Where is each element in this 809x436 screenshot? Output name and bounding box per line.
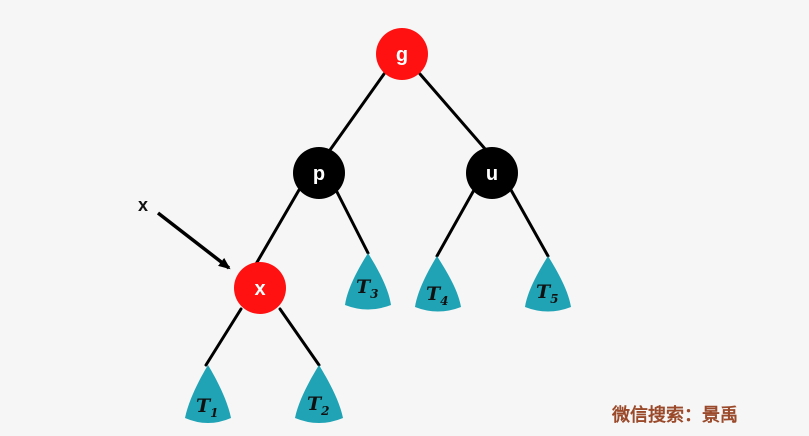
edge-u-t4 — [435, 188, 476, 258]
subtree-t3-triangle — [345, 253, 391, 310]
subtree-t3-label: T3 — [356, 276, 379, 301]
node-u: u — [466, 147, 518, 199]
edge-p-t3 — [334, 188, 370, 255]
subtree-t4-triangle — [415, 256, 461, 312]
node-u-circle — [466, 147, 518, 199]
edge-x-t2 — [278, 307, 321, 367]
node-x-label: x — [254, 278, 265, 300]
edges — [204, 72, 550, 367]
node-g-label: g — [396, 44, 408, 66]
subtree-t4-label: T4 — [426, 283, 449, 308]
node-x: x — [234, 262, 286, 314]
subtree-t5: T5 — [525, 256, 571, 312]
subtree-t1-label: T1 — [196, 395, 219, 420]
subtree-t2: T2 — [295, 365, 343, 423]
subtree-t4: T4 — [415, 256, 461, 312]
node-u-label: u — [486, 163, 498, 185]
node-g-circle — [376, 28, 428, 80]
node-p: p — [293, 147, 345, 199]
edge-g-u — [418, 72, 488, 152]
edge-x-t1 — [204, 307, 243, 367]
node-p-label: p — [313, 163, 325, 185]
edge-u-t5 — [509, 188, 550, 258]
subtree-t2-label: T2 — [307, 393, 330, 418]
subtree-t5-label: T5 — [536, 281, 559, 306]
subtree-t2-triangle — [295, 365, 343, 423]
subtree-t3: T3 — [345, 253, 391, 310]
node-p-circle — [293, 147, 345, 199]
node-g: g — [376, 28, 428, 80]
watermark-text: 微信搜索：景禹 — [611, 404, 738, 426]
pointer-arrow — [156, 211, 231, 270]
subtree-t5-triangle — [525, 256, 571, 312]
edge-p-x — [254, 188, 301, 266]
node-x-circle — [234, 262, 286, 314]
pointer-label: x — [138, 195, 148, 215]
subtree-t1: T1 — [185, 365, 231, 423]
edge-g-p — [328, 72, 386, 152]
subtree-t1-triangle — [185, 365, 231, 423]
